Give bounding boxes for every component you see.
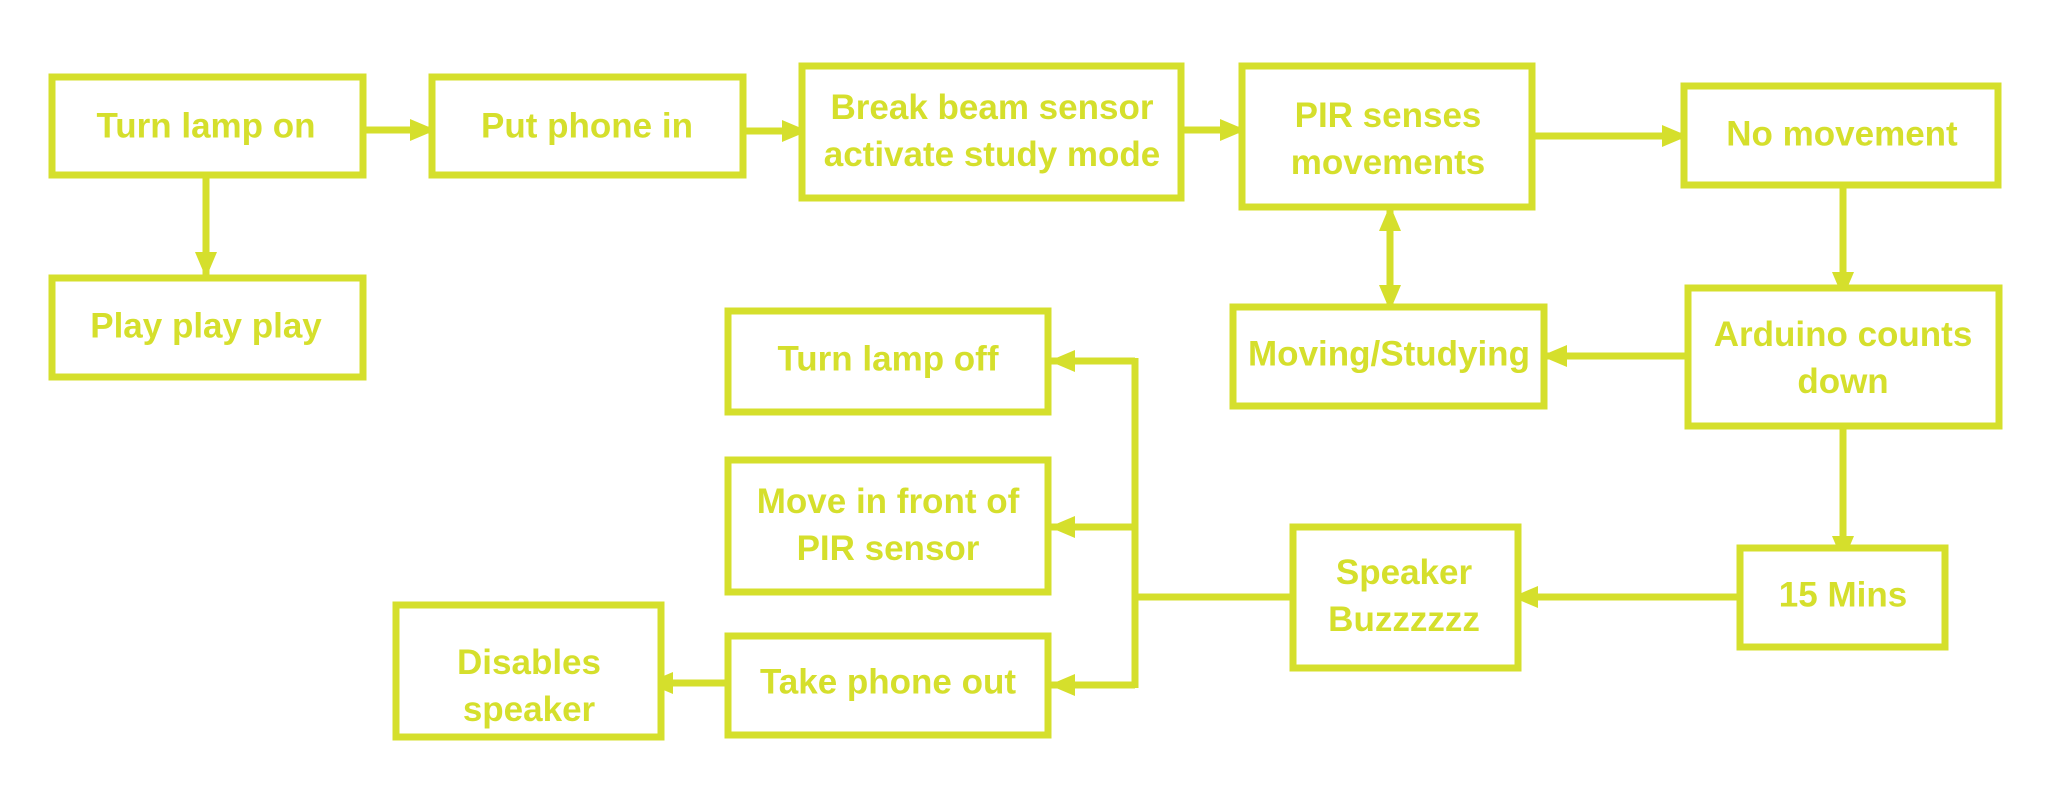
node-label-line: PIR senses [1295,96,1482,135]
node-label-line: 15 Mins [1779,575,1907,614]
node-label-line: Buzzzzzz [1328,600,1480,639]
node-no-movement: No movement [1680,82,2002,189]
node-fifteen-mins: 15 Mins [1736,544,1949,651]
node-turn-lamp-off: Turn lamp off [724,307,1052,416]
node-label-line: Disables [457,643,601,682]
node-label-line: Move in front of [757,482,1020,521]
node-arduino-counts: Arduino counts down [1684,284,2003,430]
node-label-line: PIR sensor [797,529,980,568]
edges [195,119,1854,696]
node-pir-senses: PIR senses movements [1238,62,1536,211]
node-label-line: Play play play [90,306,322,345]
node-moving-studying: Moving/Studying [1229,303,1548,410]
node-label-line: Moving/Studying [1248,334,1530,373]
node-label-line: Take phone out [760,662,1016,701]
node-put-phone-in: Put phone in [428,73,747,179]
node-label-line: Speaker [1336,553,1473,592]
node-break-beam: Break beam sensor activate study mode [798,62,1185,202]
node-label-line: Put phone in [481,106,693,145]
node-label-line: speaker [463,690,596,729]
node-label-line: No movement [1726,114,1958,153]
node-turn-lamp-on: Turn lamp on [48,73,367,179]
node-move-in-front: Move in front of PIR sensor [724,456,1052,596]
node-disables-speaker: Disables speaker [392,601,665,741]
node-label-line: Turn lamp on [96,106,315,145]
node-play: Play play play [48,274,367,381]
node-label-line: Break beam sensor [831,88,1154,127]
node-label-line: down [1797,362,1888,401]
node-label-line: Arduino counts [1714,315,1973,354]
node-label-line: Turn lamp off [778,339,999,378]
node-take-phone-out: Take phone out [724,632,1052,739]
node-label-line: activate study mode [824,135,1161,174]
node-label-line: movements [1291,143,1486,182]
